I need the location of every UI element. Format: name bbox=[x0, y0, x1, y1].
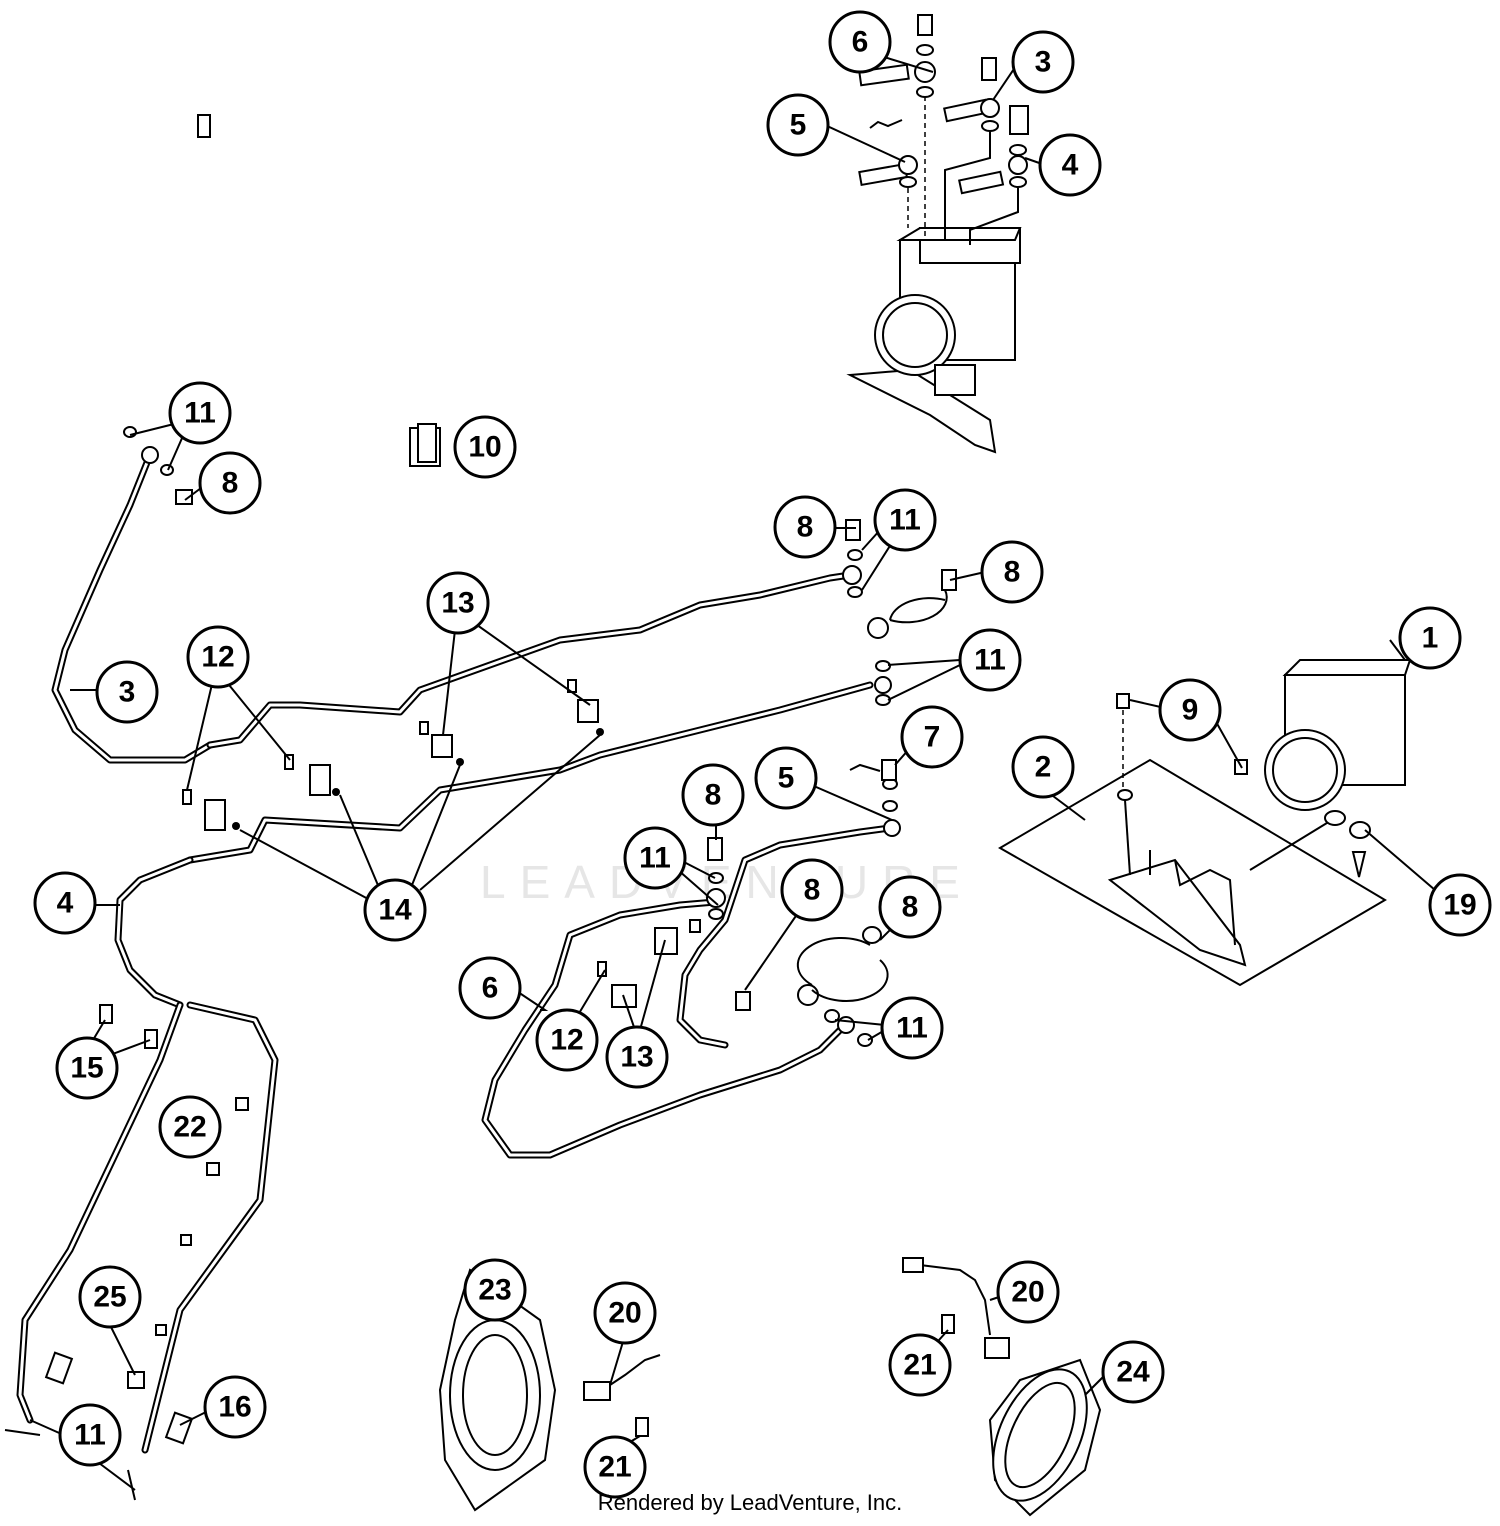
svg-text:11: 11 bbox=[974, 644, 1006, 677]
svg-text:5: 5 bbox=[790, 109, 807, 142]
svg-text:8: 8 bbox=[222, 467, 239, 500]
svg-text:11: 11 bbox=[889, 504, 921, 537]
svg-text:12: 12 bbox=[550, 1024, 583, 1057]
svg-text:8: 8 bbox=[705, 779, 722, 812]
svg-text:8: 8 bbox=[804, 874, 821, 907]
callout-2: 2 bbox=[1011, 735, 1075, 799]
svg-text:11: 11 bbox=[639, 842, 671, 875]
svg-text:21: 21 bbox=[903, 1349, 936, 1382]
callout-21-b: 21 bbox=[583, 1435, 647, 1499]
callout-21-a: 21 bbox=[888, 1333, 952, 1397]
svg-text:11: 11 bbox=[896, 1012, 928, 1045]
callout-8-e: 8 bbox=[780, 858, 844, 922]
callout-11-f: 11 bbox=[58, 1403, 122, 1467]
callout-5-top: 5 bbox=[766, 93, 830, 157]
svg-text:19: 19 bbox=[1443, 889, 1476, 922]
svg-text:2: 2 bbox=[1035, 751, 1052, 784]
callout-20-b: 20 bbox=[996, 1260, 1060, 1324]
svg-text:20: 20 bbox=[608, 1297, 641, 1330]
svg-text:8: 8 bbox=[902, 891, 919, 924]
callout-25: 25 bbox=[78, 1265, 142, 1329]
callout-8-c: 8 bbox=[980, 540, 1044, 604]
svg-text:21: 21 bbox=[598, 1451, 631, 1484]
clip-part-10 bbox=[409, 423, 441, 467]
callout-19: 19 bbox=[1428, 873, 1492, 937]
sensor-ring-23 bbox=[438, 1268, 557, 1512]
callout-11-d: 11 bbox=[623, 826, 687, 890]
svg-text:6: 6 bbox=[482, 972, 499, 1005]
callout-8-b: 8 bbox=[773, 495, 837, 559]
callout-9: 9 bbox=[1158, 678, 1222, 742]
svg-text:9: 9 bbox=[1182, 694, 1199, 727]
svg-text:12: 12 bbox=[201, 641, 234, 674]
callout-20-a: 20 bbox=[593, 1281, 657, 1345]
callout-1: 1 bbox=[1398, 606, 1462, 670]
brake-lines-5-6 bbox=[481, 759, 901, 1159]
svg-text:15: 15 bbox=[70, 1052, 103, 1085]
clamps bbox=[182, 679, 701, 1008]
svg-text:20: 20 bbox=[1011, 1276, 1044, 1309]
svg-text:13: 13 bbox=[620, 1041, 653, 1074]
callout-12-b: 12 bbox=[535, 1008, 599, 1072]
callout-11-b: 11 bbox=[873, 488, 937, 552]
callout-5-mid: 5 bbox=[754, 746, 818, 810]
svg-text:4: 4 bbox=[57, 887, 74, 920]
svg-text:7: 7 bbox=[924, 721, 941, 754]
svg-text:3: 3 bbox=[1035, 46, 1052, 79]
callout-6-top: 6 bbox=[828, 10, 892, 74]
svg-text:11: 11 bbox=[184, 397, 216, 430]
callout-13-b: 13 bbox=[605, 1025, 669, 1089]
svg-text:10: 10 bbox=[468, 431, 501, 464]
callout-3-mid: 3 bbox=[95, 660, 159, 724]
sensor-ring-24 bbox=[988, 1358, 1102, 1517]
callout-8-d: 8 bbox=[681, 763, 745, 827]
footer-credit: Rendered by LeadVenture, Inc. bbox=[597, 1490, 903, 1515]
callout-11-a: 11 bbox=[168, 381, 232, 445]
callout-10: 10 bbox=[453, 415, 517, 479]
svg-text:5: 5 bbox=[778, 762, 795, 795]
callout-22: 22 bbox=[158, 1095, 222, 1159]
callout-12-a: 12 bbox=[186, 625, 250, 689]
callout-4-mid: 4 bbox=[33, 871, 97, 935]
callout-3-top: 3 bbox=[1011, 30, 1075, 94]
svg-text:4: 4 bbox=[1062, 149, 1079, 182]
wheel-sensors bbox=[583, 1257, 1010, 1437]
callout-14: 14 bbox=[363, 878, 427, 942]
fittings-top bbox=[197, 14, 1029, 245]
svg-text:22: 22 bbox=[173, 1111, 206, 1144]
callout-8-a: 8 bbox=[198, 451, 262, 515]
svg-text:14: 14 bbox=[378, 894, 412, 927]
callout-7: 7 bbox=[900, 705, 964, 769]
callout-8-f: 8 bbox=[878, 875, 942, 939]
callout-6-mid: 6 bbox=[458, 956, 522, 1020]
svg-text:8: 8 bbox=[1004, 556, 1021, 589]
callout-11-c: 11 bbox=[958, 628, 1022, 692]
callout-23: 23 bbox=[463, 1258, 527, 1322]
svg-text:8: 8 bbox=[797, 511, 814, 544]
callout-16: 16 bbox=[203, 1375, 267, 1439]
svg-text:13: 13 bbox=[441, 587, 474, 620]
svg-text:11: 11 bbox=[74, 1419, 106, 1452]
svg-text:3: 3 bbox=[119, 676, 136, 709]
callout-4-top: 4 bbox=[1038, 133, 1102, 197]
leader-lines bbox=[29, 41, 1436, 1491]
svg-text:23: 23 bbox=[478, 1274, 511, 1307]
brake-line-3 bbox=[51, 426, 214, 764]
callout-15: 15 bbox=[55, 1036, 119, 1100]
svg-text:24: 24 bbox=[1116, 1356, 1150, 1389]
callout-24: 24 bbox=[1101, 1340, 1165, 1404]
callout-13-a: 13 bbox=[426, 571, 490, 635]
brake-line-4 bbox=[4, 856, 279, 1501]
svg-text:16: 16 bbox=[218, 1391, 251, 1424]
abs-unit-top bbox=[846, 227, 1022, 454]
svg-text:25: 25 bbox=[93, 1281, 126, 1314]
svg-text:6: 6 bbox=[852, 26, 869, 59]
callout-11-e: 11 bbox=[880, 996, 944, 1060]
svg-text:1: 1 bbox=[1422, 622, 1439, 655]
small-hardware bbox=[127, 1097, 249, 1389]
